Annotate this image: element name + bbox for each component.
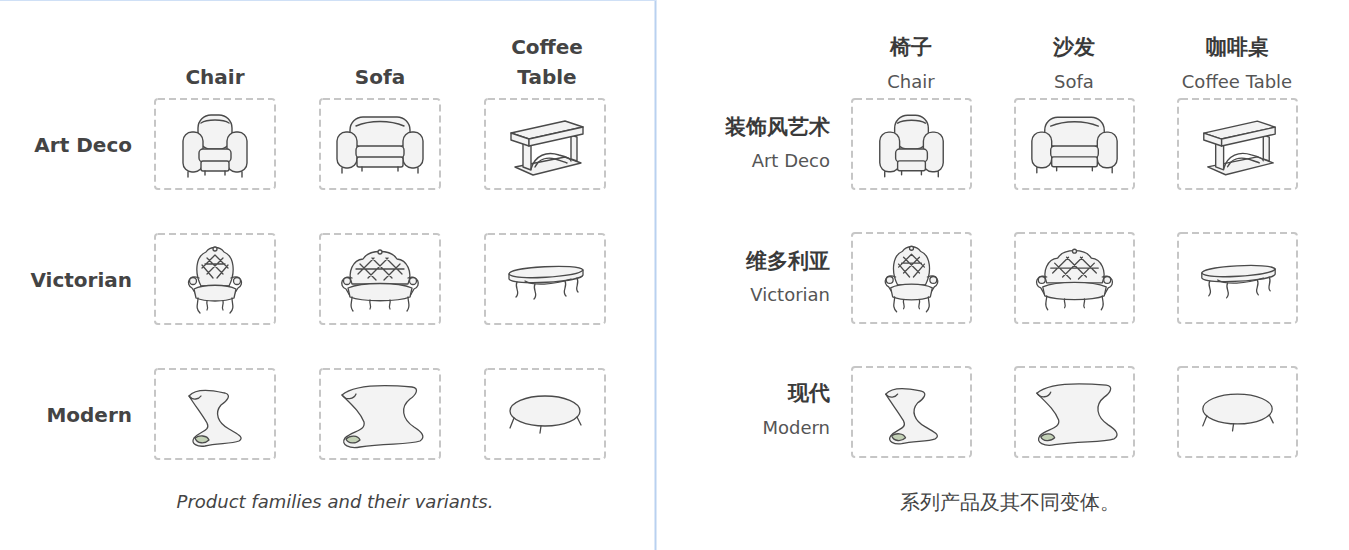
- victorian-chair: [188, 247, 241, 313]
- modern-chair: [189, 390, 241, 446]
- cell-frame: [320, 234, 440, 324]
- row-header: 装饰风艺术: [630, 113, 830, 141]
- art-deco-sofa: [337, 117, 423, 173]
- modern-table: [510, 396, 581, 433]
- cell-frame: [1178, 99, 1297, 189]
- cell-frame: [155, 234, 275, 324]
- row-subheader: Victorian: [630, 283, 830, 307]
- cell-frame: [1015, 233, 1134, 323]
- cell-frame: [485, 234, 605, 324]
- victorian-sofa: [342, 250, 419, 311]
- cell-frame: [1178, 233, 1297, 323]
- art-deco-chair: [183, 115, 247, 177]
- column-header: Sofa: [315, 62, 445, 92]
- cell-frame: [320, 99, 440, 189]
- column-header: 咖啡桌: [1162, 33, 1312, 61]
- caption-text: 系列产品及其不同变体。: [730, 489, 1290, 515]
- row-header: 维多利亚: [630, 247, 830, 275]
- cell-frame: [852, 367, 971, 457]
- cell-frame: [1015, 99, 1134, 189]
- modern-table: [1203, 394, 1273, 431]
- art-deco-sofa: [1032, 117, 1117, 173]
- column-header: Chair: [150, 62, 280, 92]
- victorian-table: [1202, 265, 1275, 297]
- panel-divider: [655, 0, 657, 550]
- column-subheader: Sofa: [999, 70, 1149, 94]
- panel-edge: [0, 0, 656, 1]
- cell-frame: [1015, 367, 1134, 457]
- art-deco-table: [1204, 121, 1275, 175]
- row-header: 现代: [630, 379, 830, 407]
- row-header: Art Deco: [4, 130, 132, 160]
- row-subheader: Art Deco: [630, 149, 830, 173]
- victorian-sofa: [1037, 249, 1113, 309]
- victorian-table: [509, 266, 583, 299]
- column-subheader: Coffee Table: [1162, 70, 1312, 94]
- cell-frame: [155, 99, 275, 189]
- cell-outlines: [155, 99, 1297, 459]
- cell-frame: [320, 369, 440, 459]
- row-subheader: Modern: [630, 416, 830, 440]
- row-header: Victorian: [4, 265, 132, 295]
- modern-sofa: [342, 385, 423, 447]
- caption-text: Product families and their variants.: [55, 489, 615, 515]
- column-subheader: Chair: [836, 70, 986, 94]
- cell-frame: [155, 369, 275, 459]
- column-header: Coffee Table: [497, 32, 597, 92]
- art-deco-table: [511, 121, 583, 175]
- modern-sofa: [1037, 384, 1117, 446]
- cell-frame: [485, 99, 605, 189]
- cell-frame: [852, 233, 971, 323]
- modern-chair: [886, 389, 938, 444]
- cell-frame: [485, 369, 605, 459]
- column-header: 沙发: [999, 33, 1149, 61]
- art-deco-chair: [880, 115, 943, 176]
- victorian-chair: [885, 246, 938, 311]
- cell-frame: [852, 99, 971, 189]
- row-header: Modern: [4, 400, 132, 430]
- column-header: 椅子: [836, 33, 986, 61]
- cell-frame: [1178, 367, 1297, 457]
